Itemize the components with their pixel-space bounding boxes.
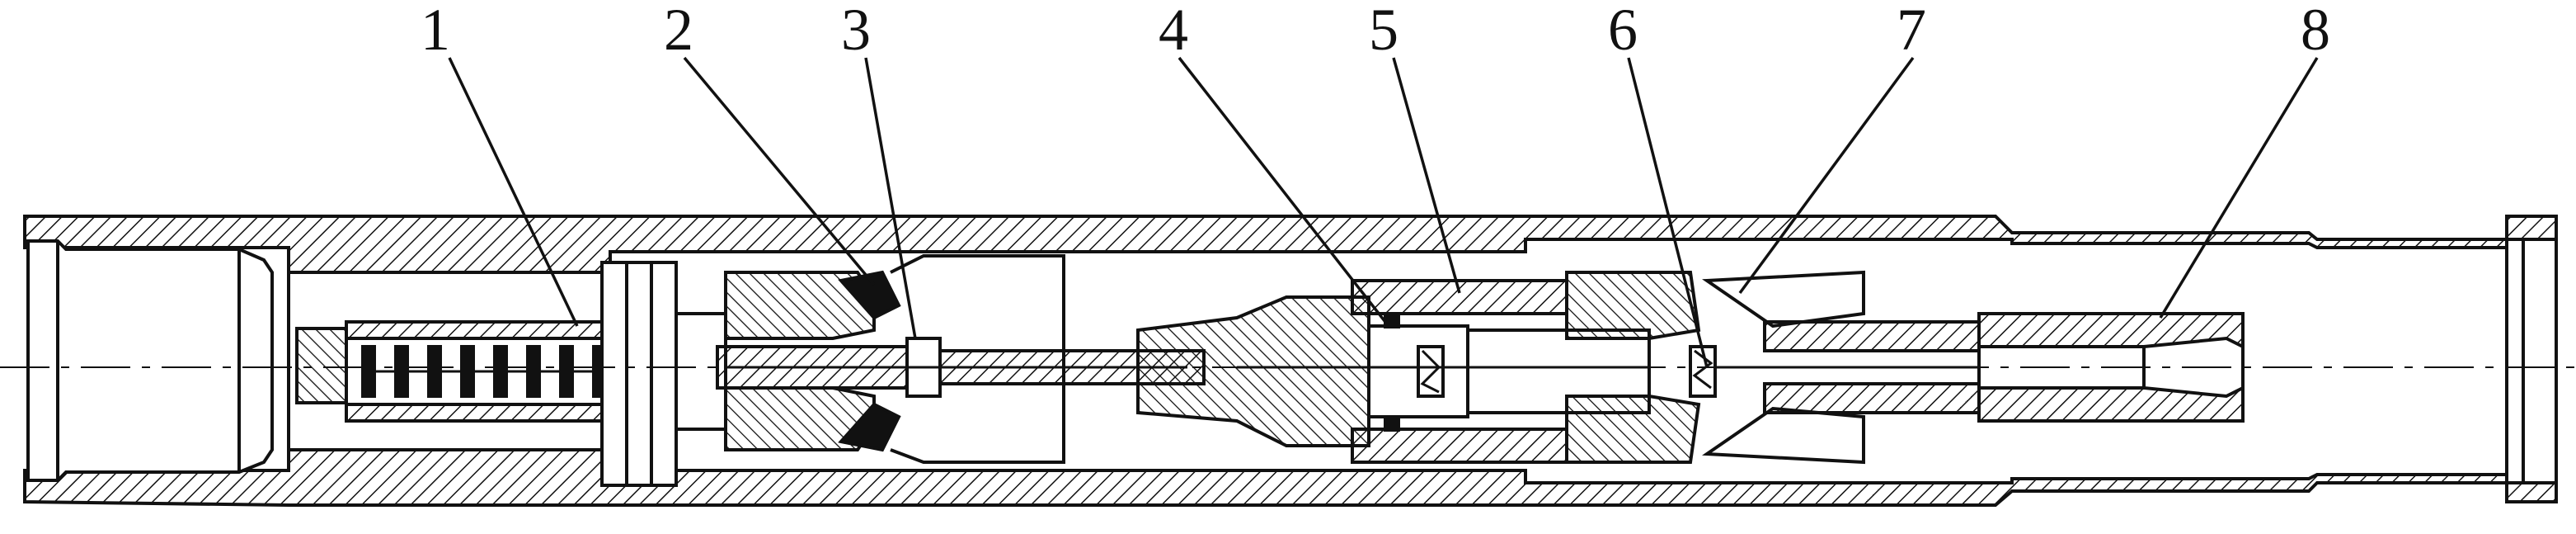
callout-8: 8 bbox=[2301, 0, 2330, 63]
seal-cone-assembly bbox=[716, 270, 1206, 452]
callout-3: 3 bbox=[841, 0, 871, 63]
spring-cone-collar bbox=[1565, 270, 2012, 465]
callout-labels: 1 2 3 4 5 6 7 8 bbox=[421, 0, 2330, 63]
callout-5: 5 bbox=[1369, 0, 1398, 63]
callout-2: 2 bbox=[664, 0, 693, 63]
spring-pack bbox=[295, 261, 727, 487]
callout-4: 4 bbox=[1159, 0, 1188, 63]
left-box-end bbox=[26, 239, 274, 482]
right-pin-end bbox=[2505, 238, 2558, 484]
callout-6: 6 bbox=[1608, 0, 1638, 63]
callout-1: 1 bbox=[421, 0, 450, 63]
leader-lines bbox=[448, 56, 2319, 368]
callout-7: 7 bbox=[1897, 0, 1926, 63]
